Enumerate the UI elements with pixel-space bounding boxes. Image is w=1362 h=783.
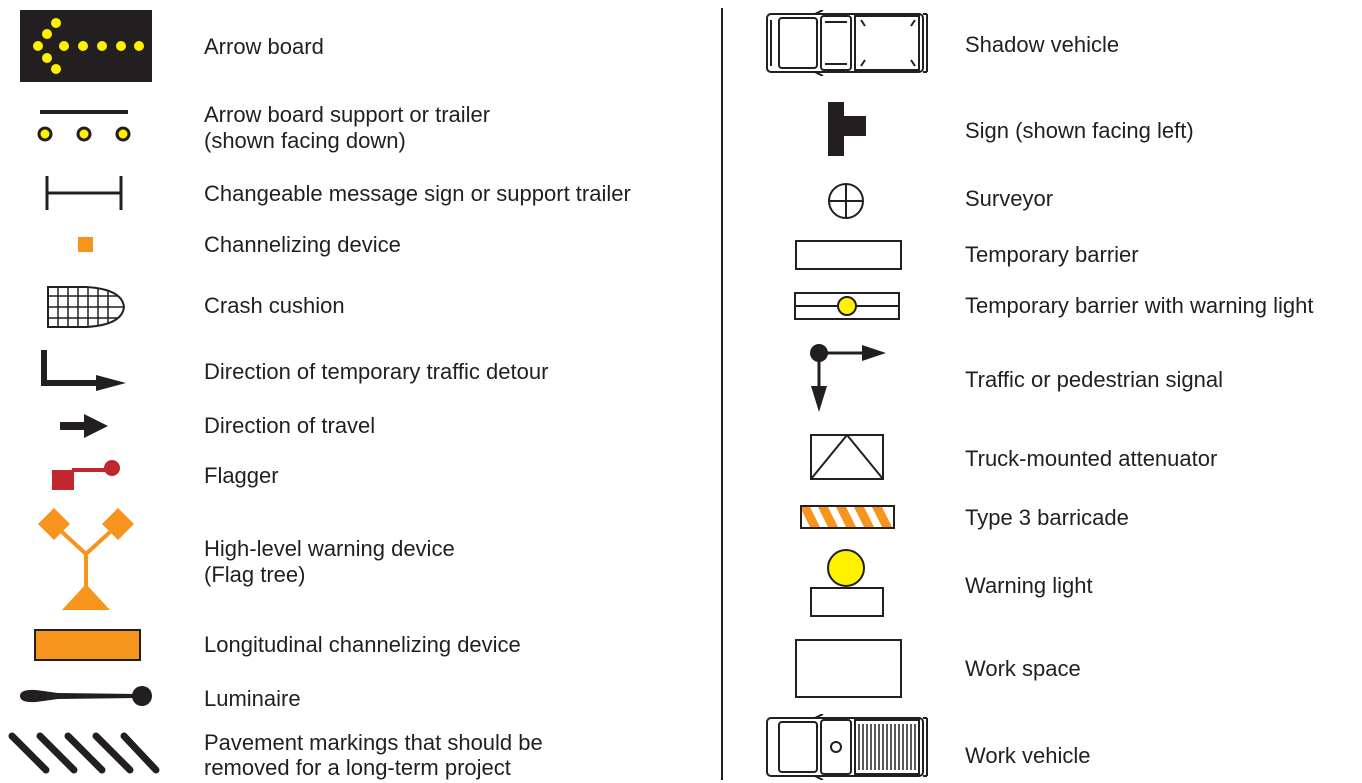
legend-label-arrow-board: Arrow board [204, 34, 324, 59]
channelizing-device-icon [78, 237, 93, 252]
changeable-message-sign-icon [45, 176, 123, 210]
traffic-signal-icon [810, 344, 886, 412]
legend-label-work-vehicle: Work vehicle [965, 743, 1091, 768]
warning-light-icon [810, 549, 884, 617]
work-space-icon [795, 639, 902, 698]
legend-label-channelizing-device: Channelizing device [204, 232, 401, 257]
type-3-barricade-icon [800, 505, 895, 529]
legend-label-traffic-signal: Traffic or pedestrian signal [965, 367, 1224, 392]
legend-label-work-space: Work space [965, 656, 1081, 681]
legend-label-flag-tree-2: (Flag tree) [204, 562, 306, 587]
column-divider [721, 8, 723, 780]
travel-direction-icon [60, 414, 108, 438]
legend-label-luminaire: Luminaire [204, 686, 301, 711]
legend-label-warning-light: Warning light [965, 573, 1093, 598]
legend-label-flag-tree: High-level warning device [204, 536, 455, 561]
shadow-vehicle-icon [766, 10, 928, 76]
legend-label-surveyor: Surveyor [965, 186, 1054, 211]
legend-label-pavement-markings-2: removed for a long-term project [204, 755, 511, 780]
legend-label-type-3-barricade: Type 3 barricade [965, 505, 1129, 530]
legend-label-changeable-message-sign: Changeable message sign or support trail… [204, 181, 631, 206]
legend-label-detour-direction: Direction of temporary traffic detour [204, 359, 549, 384]
arrow-board-support-icon [37, 110, 131, 142]
flag-tree-icon [38, 508, 134, 610]
luminaire-icon [20, 686, 152, 706]
arrow-board-icon [20, 10, 152, 82]
legend-label-arrow-board-support: Arrow board support or trailer [204, 102, 491, 127]
legend-label-crash-cushion: Crash cushion [204, 293, 345, 318]
legend-label-arrow-board-support-2: (shown facing down) [204, 128, 406, 153]
legend-label-pavement-markings: Pavement markings that should be [204, 730, 543, 755]
surveyor-icon [828, 183, 864, 219]
legend-label-barrier-warning-light: Temporary barrier with warning light [965, 293, 1314, 318]
legend-label-travel-direction: Direction of travel [204, 413, 376, 438]
longitudinal-channelizing-device-icon [34, 629, 141, 661]
legend-label-sign: Sign (shown facing left) [965, 118, 1194, 143]
flagger-icon [52, 460, 120, 490]
legend-label-longitudinal-channelizing-device: Longitudinal channelizing device [204, 632, 521, 657]
crash-cushion-icon [47, 286, 126, 328]
truck-mounted-attenuator-icon [810, 434, 884, 480]
sign-icon [828, 102, 866, 156]
legend-label-shadow-vehicle: Shadow vehicle [965, 32, 1120, 57]
work-vehicle-icon [766, 714, 928, 780]
temporary-barrier-icon [795, 240, 902, 270]
legend-label-temporary-barrier: Temporary barrier [965, 242, 1139, 267]
barrier-warning-light-icon [794, 292, 900, 320]
detour-direction-icon [41, 350, 126, 391]
legend-label-flagger: Flagger [204, 463, 279, 488]
legend-label-truck-mounted-attenuator: Truck-mounted attenuator [965, 446, 1218, 471]
pavement-markings-icon [8, 732, 160, 774]
